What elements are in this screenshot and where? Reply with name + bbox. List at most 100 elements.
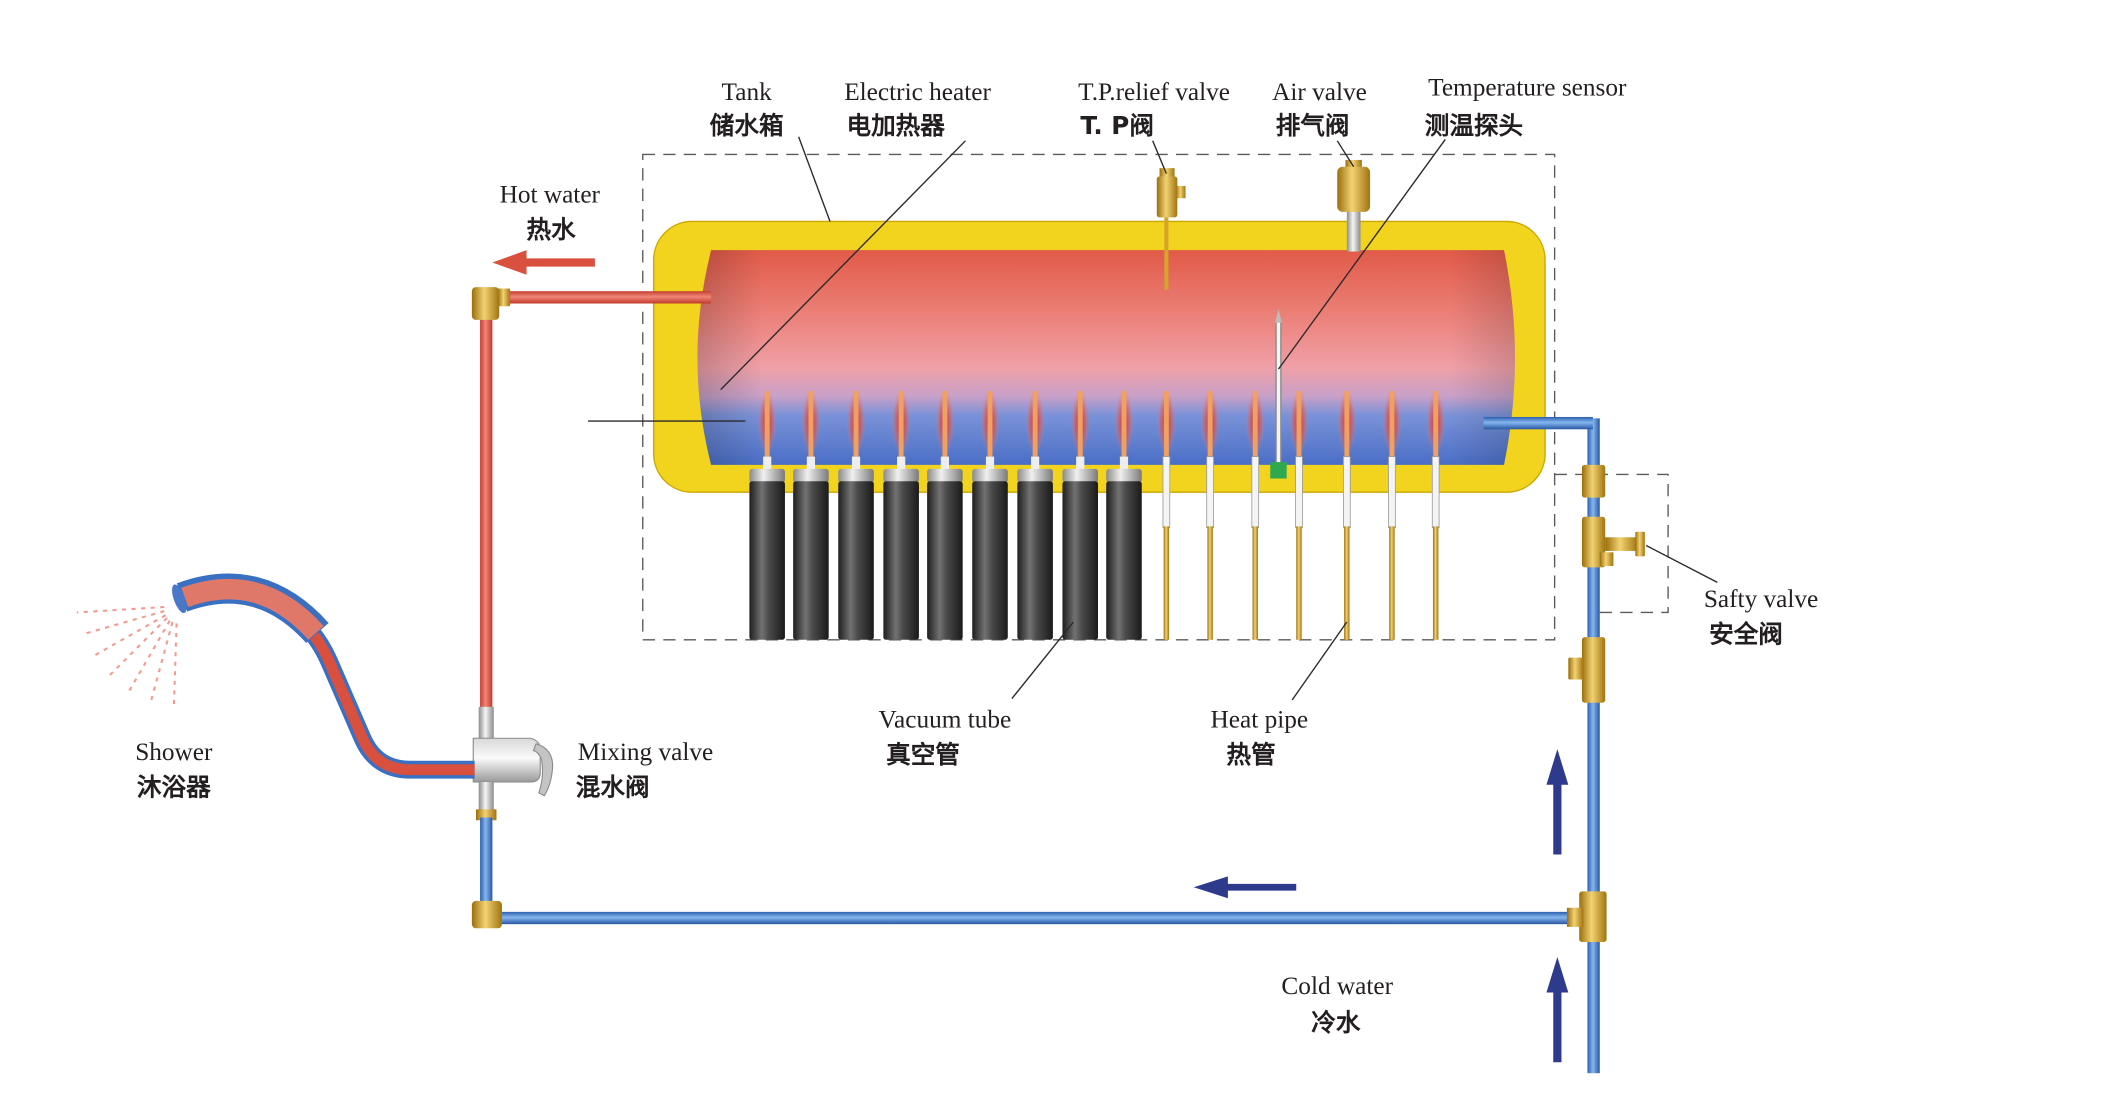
cold-water-return-flow-arrow — [1193, 876, 1297, 899]
leader-lines — [588, 136, 1718, 701]
cold-water-elbow — [471, 900, 502, 929]
vacuum-tube — [972, 481, 1008, 640]
condenser-tip — [942, 390, 948, 463]
cold-water-tee — [1566, 891, 1607, 942]
vacuum-tube-sleeve — [1031, 456, 1040, 472]
condenser-tip — [1207, 390, 1213, 463]
condenser-tip — [764, 390, 770, 463]
vacuum-tube-sleeve — [985, 456, 995, 472]
vacuum-tube — [883, 481, 919, 640]
cold-water-inlet-arrow — [1546, 956, 1569, 1063]
vacuum-tube-label-en: Vacuum tube — [879, 705, 1012, 733]
tank-leader — [797, 136, 831, 222]
tp-relief-valve — [1156, 168, 1186, 290]
cold-water-upflow-arrow — [1546, 749, 1569, 855]
air-valve-leader — [1336, 140, 1355, 168]
vacuum-tube-cap — [927, 468, 963, 483]
temperature-sensor-tip — [1270, 462, 1287, 479]
cold-water-main-pipe — [499, 911, 1587, 925]
condenser-tip — [1077, 390, 1083, 463]
safety-valve-leader — [1645, 544, 1718, 583]
condenser-tip — [987, 390, 993, 463]
electric-heater-leader — [720, 140, 966, 391]
mixing-valve-handle — [532, 743, 554, 797]
condenser-tip — [1032, 390, 1038, 463]
temperature-sensor — [1270, 308, 1287, 479]
heat-pipe-sleeve — [1343, 456, 1351, 529]
vacuum-tube — [927, 481, 963, 640]
tank-label-zh: 储水箱 — [710, 111, 784, 140]
shower — [76, 573, 475, 779]
vacuum-tube-cap — [1017, 468, 1053, 483]
temperature-sensor-label-en: Temperature sensor — [1428, 74, 1627, 102]
shower-head-face — [172, 584, 187, 614]
vacuum-tube-label-zh: 真空管 — [886, 740, 960, 769]
vacuum-tube-sleeve — [806, 456, 816, 472]
safety-valve-label-zh: 安全阀 — [1709, 620, 1783, 649]
cold-water-label-zh: 冷水 — [1311, 1008, 1361, 1037]
heat-pipe-label-zh: 热管 — [1227, 740, 1276, 769]
vacuum-tube — [1062, 481, 1099, 640]
air-valve-label-en: Air valve — [1272, 78, 1367, 106]
shower-hose — [300, 620, 475, 779]
electric-heater-label-en: Electric heater — [844, 78, 991, 106]
vacuum-tube — [749, 481, 785, 640]
vacuum-tube-cap — [1062, 468, 1099, 483]
heat-pipe — [1296, 526, 1302, 640]
heat-pipe-sleeve — [1206, 456, 1214, 529]
tp-relief-valve-label-en: T.P.relief valve — [1078, 78, 1230, 106]
collector-boundary-frame — [642, 153, 1556, 641]
vacuum-tube — [1106, 481, 1142, 640]
heat-pipe — [1207, 526, 1213, 640]
vacuum-tube-cap — [749, 468, 785, 483]
inlet-union — [1581, 464, 1606, 498]
vacuum-tube — [793, 481, 829, 640]
vacuum-tube-cap — [883, 468, 919, 483]
safety-valve — [1581, 516, 1645, 568]
vacuum-tube — [1017, 481, 1053, 640]
heat-pipe — [1252, 526, 1258, 640]
condenser-tip — [808, 390, 814, 463]
temperature-sensor-label-zh: 测温探头 — [1425, 111, 1523, 140]
tank-inlet-pipe — [1483, 416, 1593, 430]
heat-pipe-sleeve — [1295, 456, 1303, 529]
hot-water-piping — [471, 287, 712, 711]
mixing-valve-label-zh: 混水阀 — [576, 773, 650, 802]
cold-water-label-en: Cold water — [1281, 972, 1393, 1000]
condenser-tip — [1121, 390, 1127, 463]
inlet-stop-valve — [1568, 637, 1606, 703]
hot-water-riser-pipe — [480, 303, 493, 711]
hot-water-label-en: Hot water — [500, 180, 601, 208]
condenser-tip — [853, 390, 859, 463]
cold-water-piping — [471, 416, 1645, 1074]
condenser-tip — [898, 390, 904, 463]
air-valve-label-zh: 排气阀 — [1276, 111, 1350, 140]
heat-pipe-sleeve — [1388, 456, 1396, 529]
condenser-tip — [1163, 390, 1169, 463]
electric-heater-label-zh: 电加热器 — [846, 111, 945, 140]
storage-tank — [653, 220, 1546, 493]
condenser-tip — [1296, 390, 1302, 463]
condenser-tip — [1389, 390, 1395, 463]
vacuum-tube-cap — [793, 468, 829, 483]
heat-pipe-condensers — [757, 389, 1446, 463]
tp-relief-valve-label-zh: T. P阀 — [1080, 111, 1154, 140]
mixing-valve — [472, 706, 554, 821]
heat-pipe-sleeve — [1431, 456, 1440, 529]
condenser-tip — [1252, 390, 1258, 463]
safety-valve-label-en: Safty valve — [1704, 585, 1818, 613]
heat-pipe — [1344, 526, 1350, 640]
vacuum-tube-sleeve — [763, 456, 772, 472]
vacuum-tube-leader — [1011, 621, 1074, 700]
tank-label-en: Tank — [722, 78, 773, 106]
cold-water-inlet-riser — [1587, 418, 1600, 1074]
hot-water-flow-arrow — [492, 250, 595, 275]
cold-water-mixer-feed-pipe — [480, 817, 493, 916]
mixing-valve-label-en: Mixing valve — [578, 738, 714, 766]
labels: Tank 储水箱 Electric heater 电加热器 T.P.relief… — [135, 74, 1818, 1037]
air-valve — [1337, 159, 1371, 252]
vacuum-tube-sleeve — [897, 456, 906, 472]
vacuum-tube-cap — [1106, 468, 1142, 483]
heat-pipe — [1163, 526, 1170, 640]
